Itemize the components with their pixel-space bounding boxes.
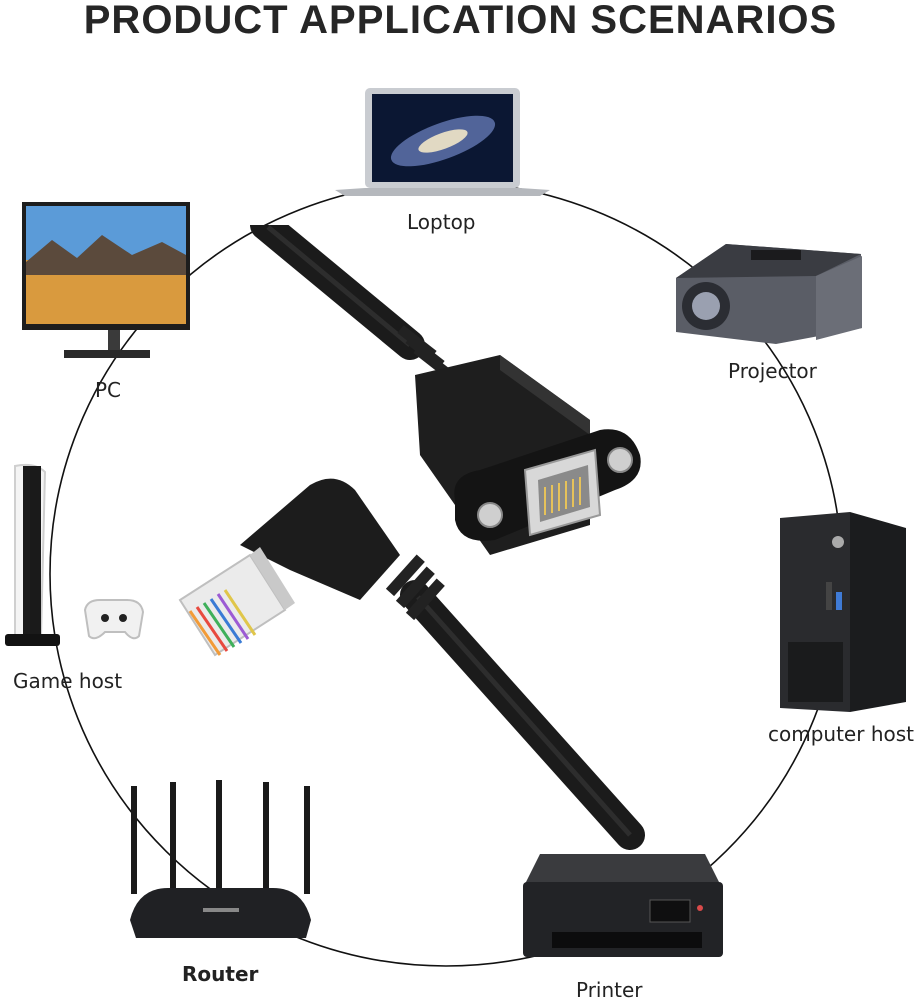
printer-label: Printer bbox=[576, 978, 643, 1002]
ethernet-cable-icon bbox=[178, 225, 645, 850]
laptop-icon bbox=[335, 88, 550, 196]
pc-label: PC bbox=[95, 378, 122, 402]
desktop-tower-icon bbox=[780, 512, 906, 712]
router-icon bbox=[130, 780, 311, 938]
game-host-label: Game host bbox=[13, 669, 123, 693]
page-title: PRODUCT APPLICATION SCENARIOS bbox=[83, 0, 838, 42]
router-label: Router bbox=[182, 962, 259, 986]
computer-host-label: computer host bbox=[768, 722, 914, 746]
projector-icon bbox=[676, 244, 862, 344]
pc-monitor-icon bbox=[22, 202, 190, 358]
printer-icon bbox=[523, 854, 723, 957]
projector-label: Projector bbox=[728, 359, 817, 383]
laptop-label: Loptop bbox=[407, 210, 476, 234]
game-console-icon bbox=[5, 463, 145, 646]
